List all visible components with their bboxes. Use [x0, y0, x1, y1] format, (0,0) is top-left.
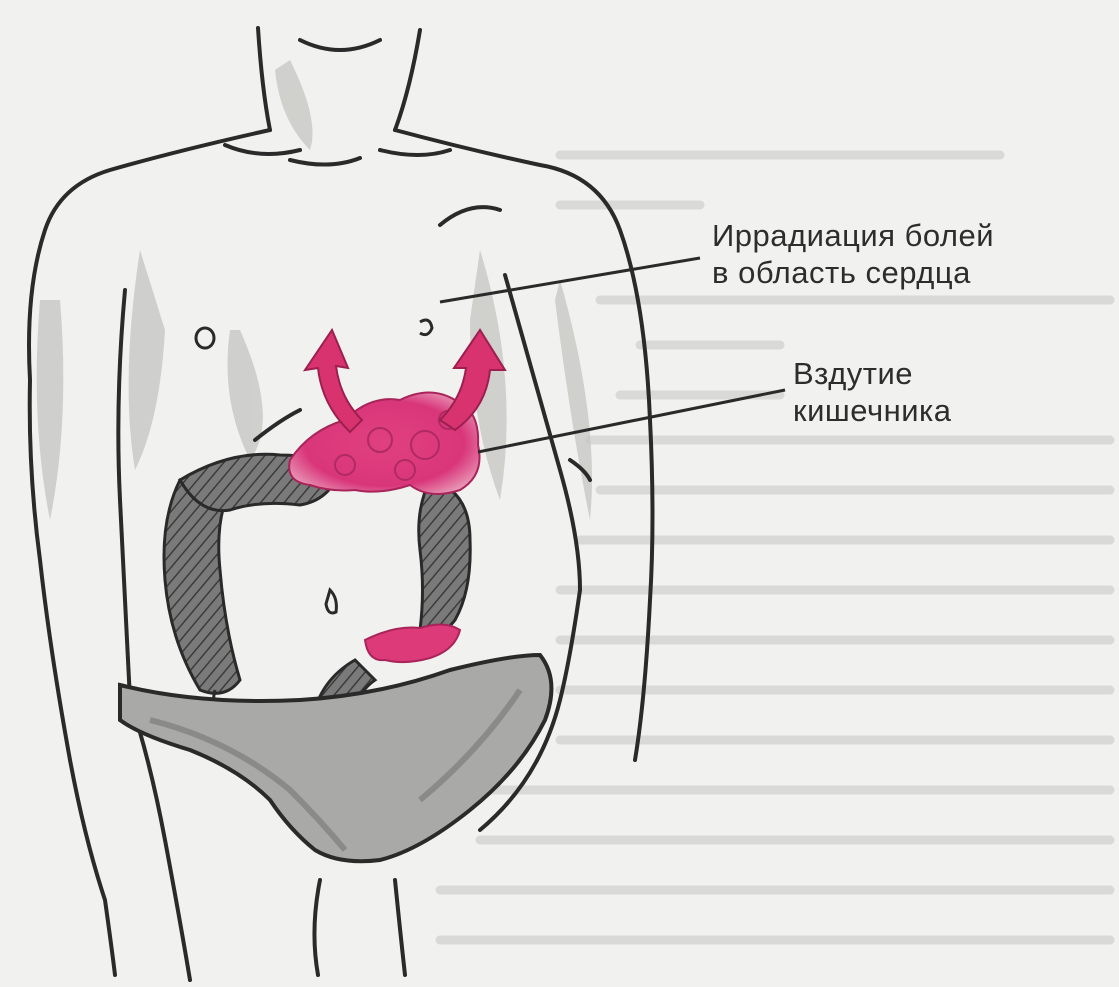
annotation-bloat-line2: кишечника — [793, 392, 952, 429]
left-nipple — [196, 328, 214, 348]
annotation-bloating: Вздутие кишечника — [793, 355, 952, 429]
annotation-bloat-line1: Вздутие — [793, 355, 952, 392]
left-curved-arrow-icon — [305, 330, 362, 432]
navel — [326, 590, 336, 613]
annotation-heart-radiation: Иррадиация болей в область сердца — [712, 217, 994, 291]
annotation-heart-line2: в область сердца — [712, 254, 994, 291]
bloated-sigmoid — [365, 624, 460, 662]
right-nipple — [420, 320, 432, 335]
ascending-colon — [164, 480, 240, 693]
descending-colon — [419, 480, 470, 633]
annotation-heart-line1: Иррадиация болей — [712, 217, 994, 254]
